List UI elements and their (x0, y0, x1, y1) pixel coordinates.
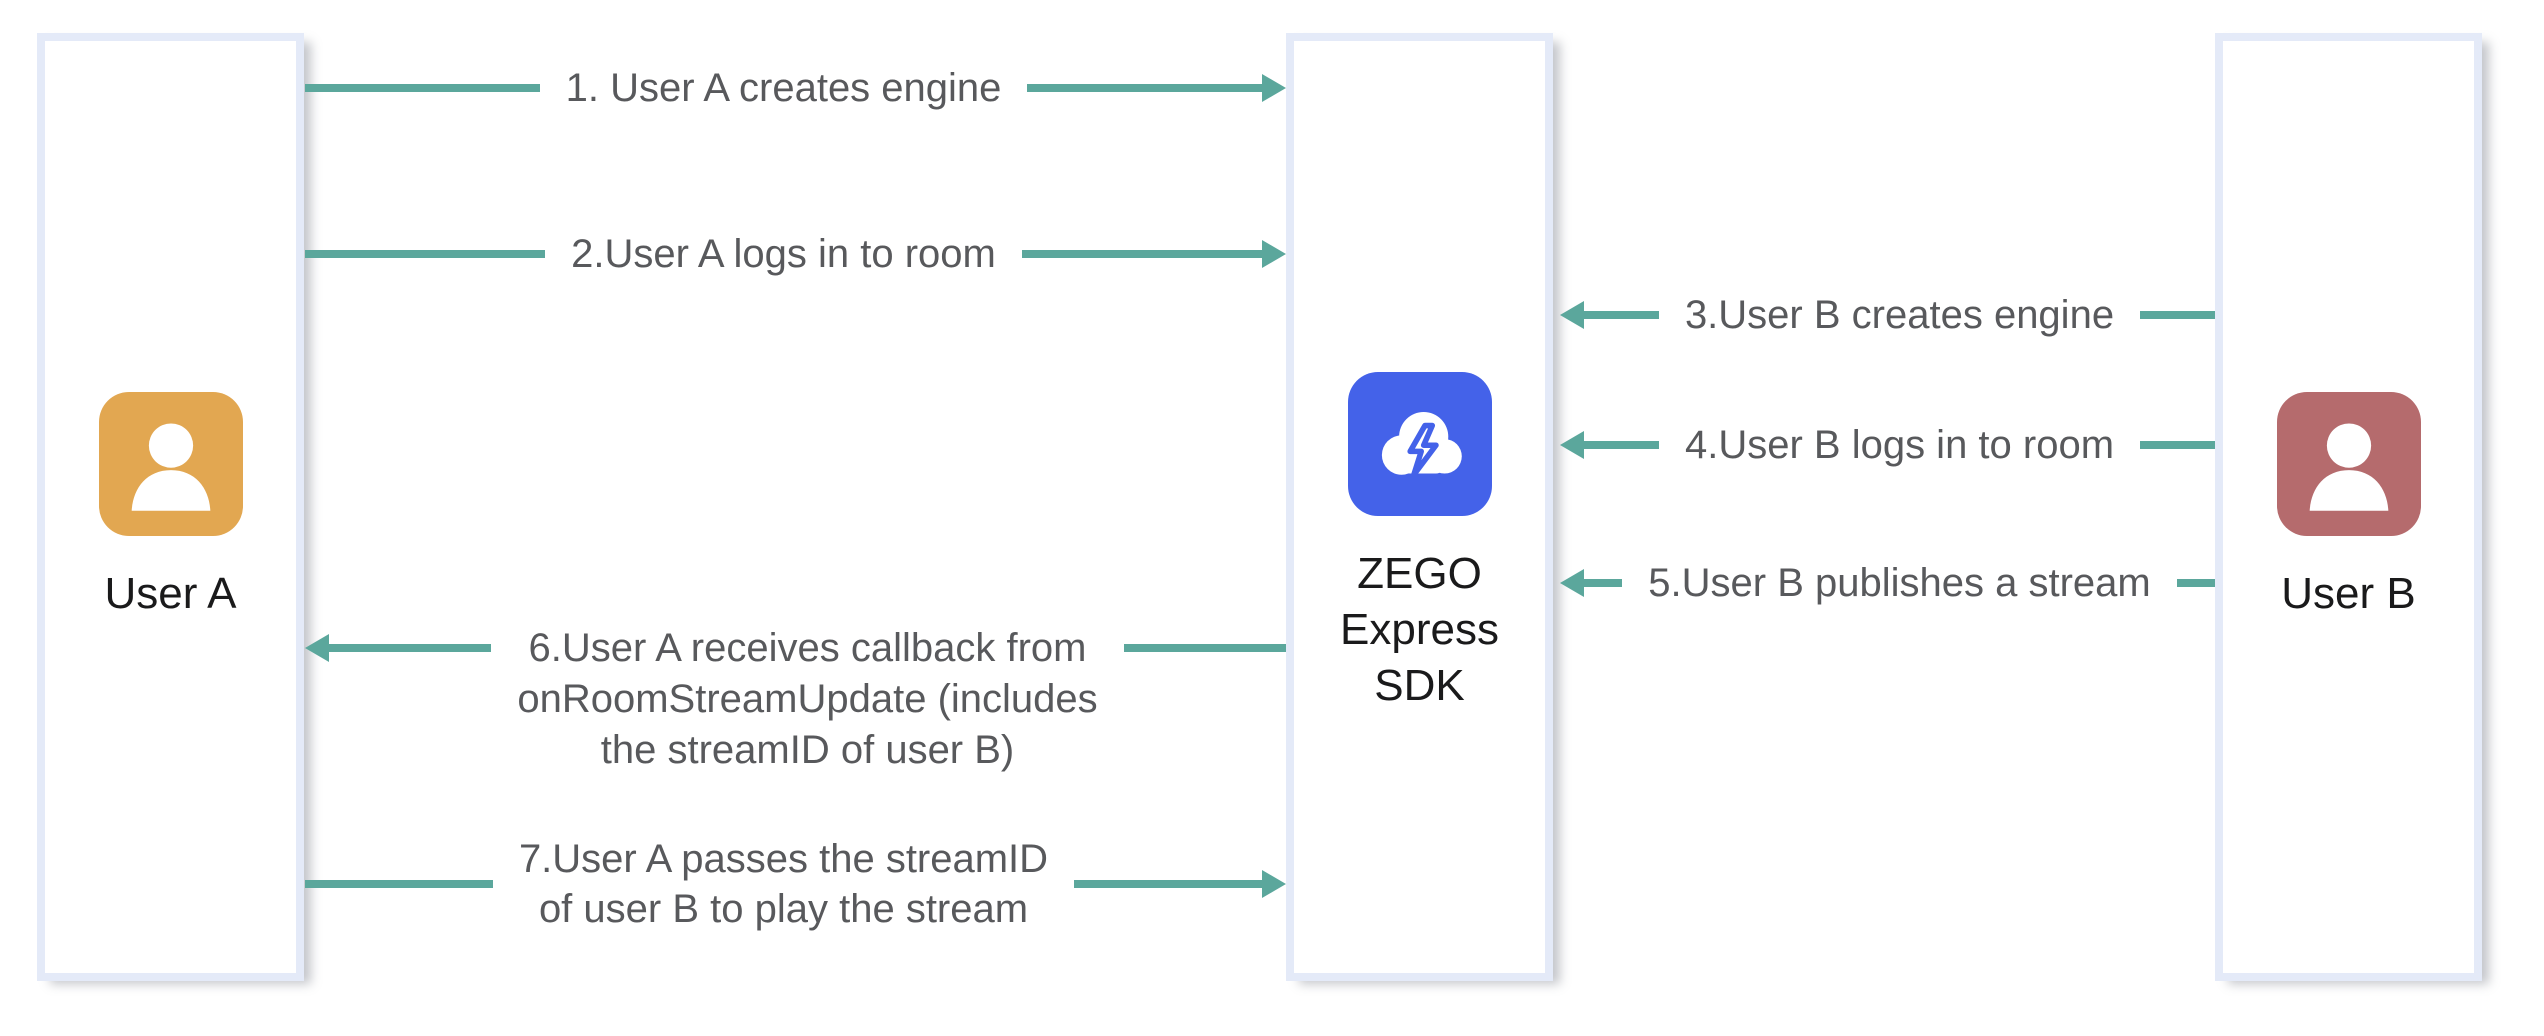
entity-box-user-b: User B (2215, 33, 2482, 981)
sdk-label-line-1: ZEGO (1357, 549, 1482, 598)
arrow-step-4: 4.User B logs in to room (1560, 415, 2215, 475)
arrow-line (1584, 579, 1623, 587)
arrow-line (1027, 84, 1263, 92)
arrow-line (329, 644, 492, 652)
arrowhead-left-icon (1560, 431, 1584, 459)
person-icon (2276, 392, 2421, 536)
arrow-label-6-line-1: 6.User A receives callback from (528, 626, 1087, 670)
entity-box-user-a: User A (37, 33, 304, 981)
arrow-step-5: 5.User B publishes a stream (1560, 553, 2216, 613)
arrow-line (305, 250, 546, 258)
arrow-label-6-line-2: onRoomStreamUpdate (includes (517, 677, 1098, 721)
sdk-label-line-3: SDK (1374, 661, 1465, 710)
arrow-label-3: 3.User B creates engine (1684, 292, 2115, 337)
person-icon (98, 392, 243, 536)
entity-label-user-b: User B (2281, 569, 2416, 618)
arrow-label-5: 5.User B publishes a stream (1648, 560, 2151, 605)
entity-box-sdk: ZEGO Express SDK (1286, 33, 1553, 981)
arrowhead-left-icon (1560, 301, 1584, 329)
entity-label-sdk: ZEGO Express SDK (1340, 546, 1499, 714)
arrow-label-6: 6.User A receives callback from onRoomSt… (517, 623, 1097, 776)
arrowhead-right-icon (1262, 240, 1286, 268)
arrow-label-6-line-3: the streamID of user B) (600, 728, 1015, 772)
arrow-step-2: 2.User A logs in to room (305, 224, 1286, 284)
arrow-line (305, 880, 493, 888)
arrow-line (2176, 579, 2216, 587)
arrowhead-left-icon (1560, 569, 1584, 597)
sdk-label-line-2: Express (1340, 605, 1499, 654)
arrow-label-7: 7.User A passes the streamID of user B t… (519, 834, 1048, 934)
arrowhead-right-icon (1262, 870, 1286, 898)
arrow-line (1021, 250, 1262, 258)
arrow-step-3: 3.User B creates engine (1560, 285, 2215, 345)
arrowhead-right-icon (1262, 74, 1287, 102)
arrow-label-4: 4.User B logs in to room (1684, 422, 2115, 467)
arrow-line (305, 84, 540, 92)
arrow-label-1: 1. User A creates engine (565, 65, 1002, 110)
arrowhead-left-icon (305, 634, 329, 662)
entity-label-user-a: User A (104, 569, 237, 618)
arrow-line (1074, 880, 1262, 888)
arrow-step-6: 6.User A receives callback from onRoomSt… (305, 623, 1287, 793)
arrow-label-2: 2.User A logs in to room (571, 231, 996, 276)
arrow-step-1: 1. User A creates engine (305, 58, 1287, 118)
cloud-lightning-icon (1347, 372, 1492, 516)
arrow-line (1584, 311, 1659, 319)
arrow-line (1584, 441, 1659, 449)
arrow-label-7-line-2: of user B to play the stream (538, 887, 1029, 931)
arrow-line (2140, 441, 2215, 449)
arrow-step-7: 7.User A passes the streamID of user B t… (305, 822, 1286, 946)
arrow-line (2140, 311, 2215, 319)
arrow-line (1123, 644, 1287, 652)
arrow-label-7-line-1: 7.User A passes the streamID (518, 837, 1049, 881)
